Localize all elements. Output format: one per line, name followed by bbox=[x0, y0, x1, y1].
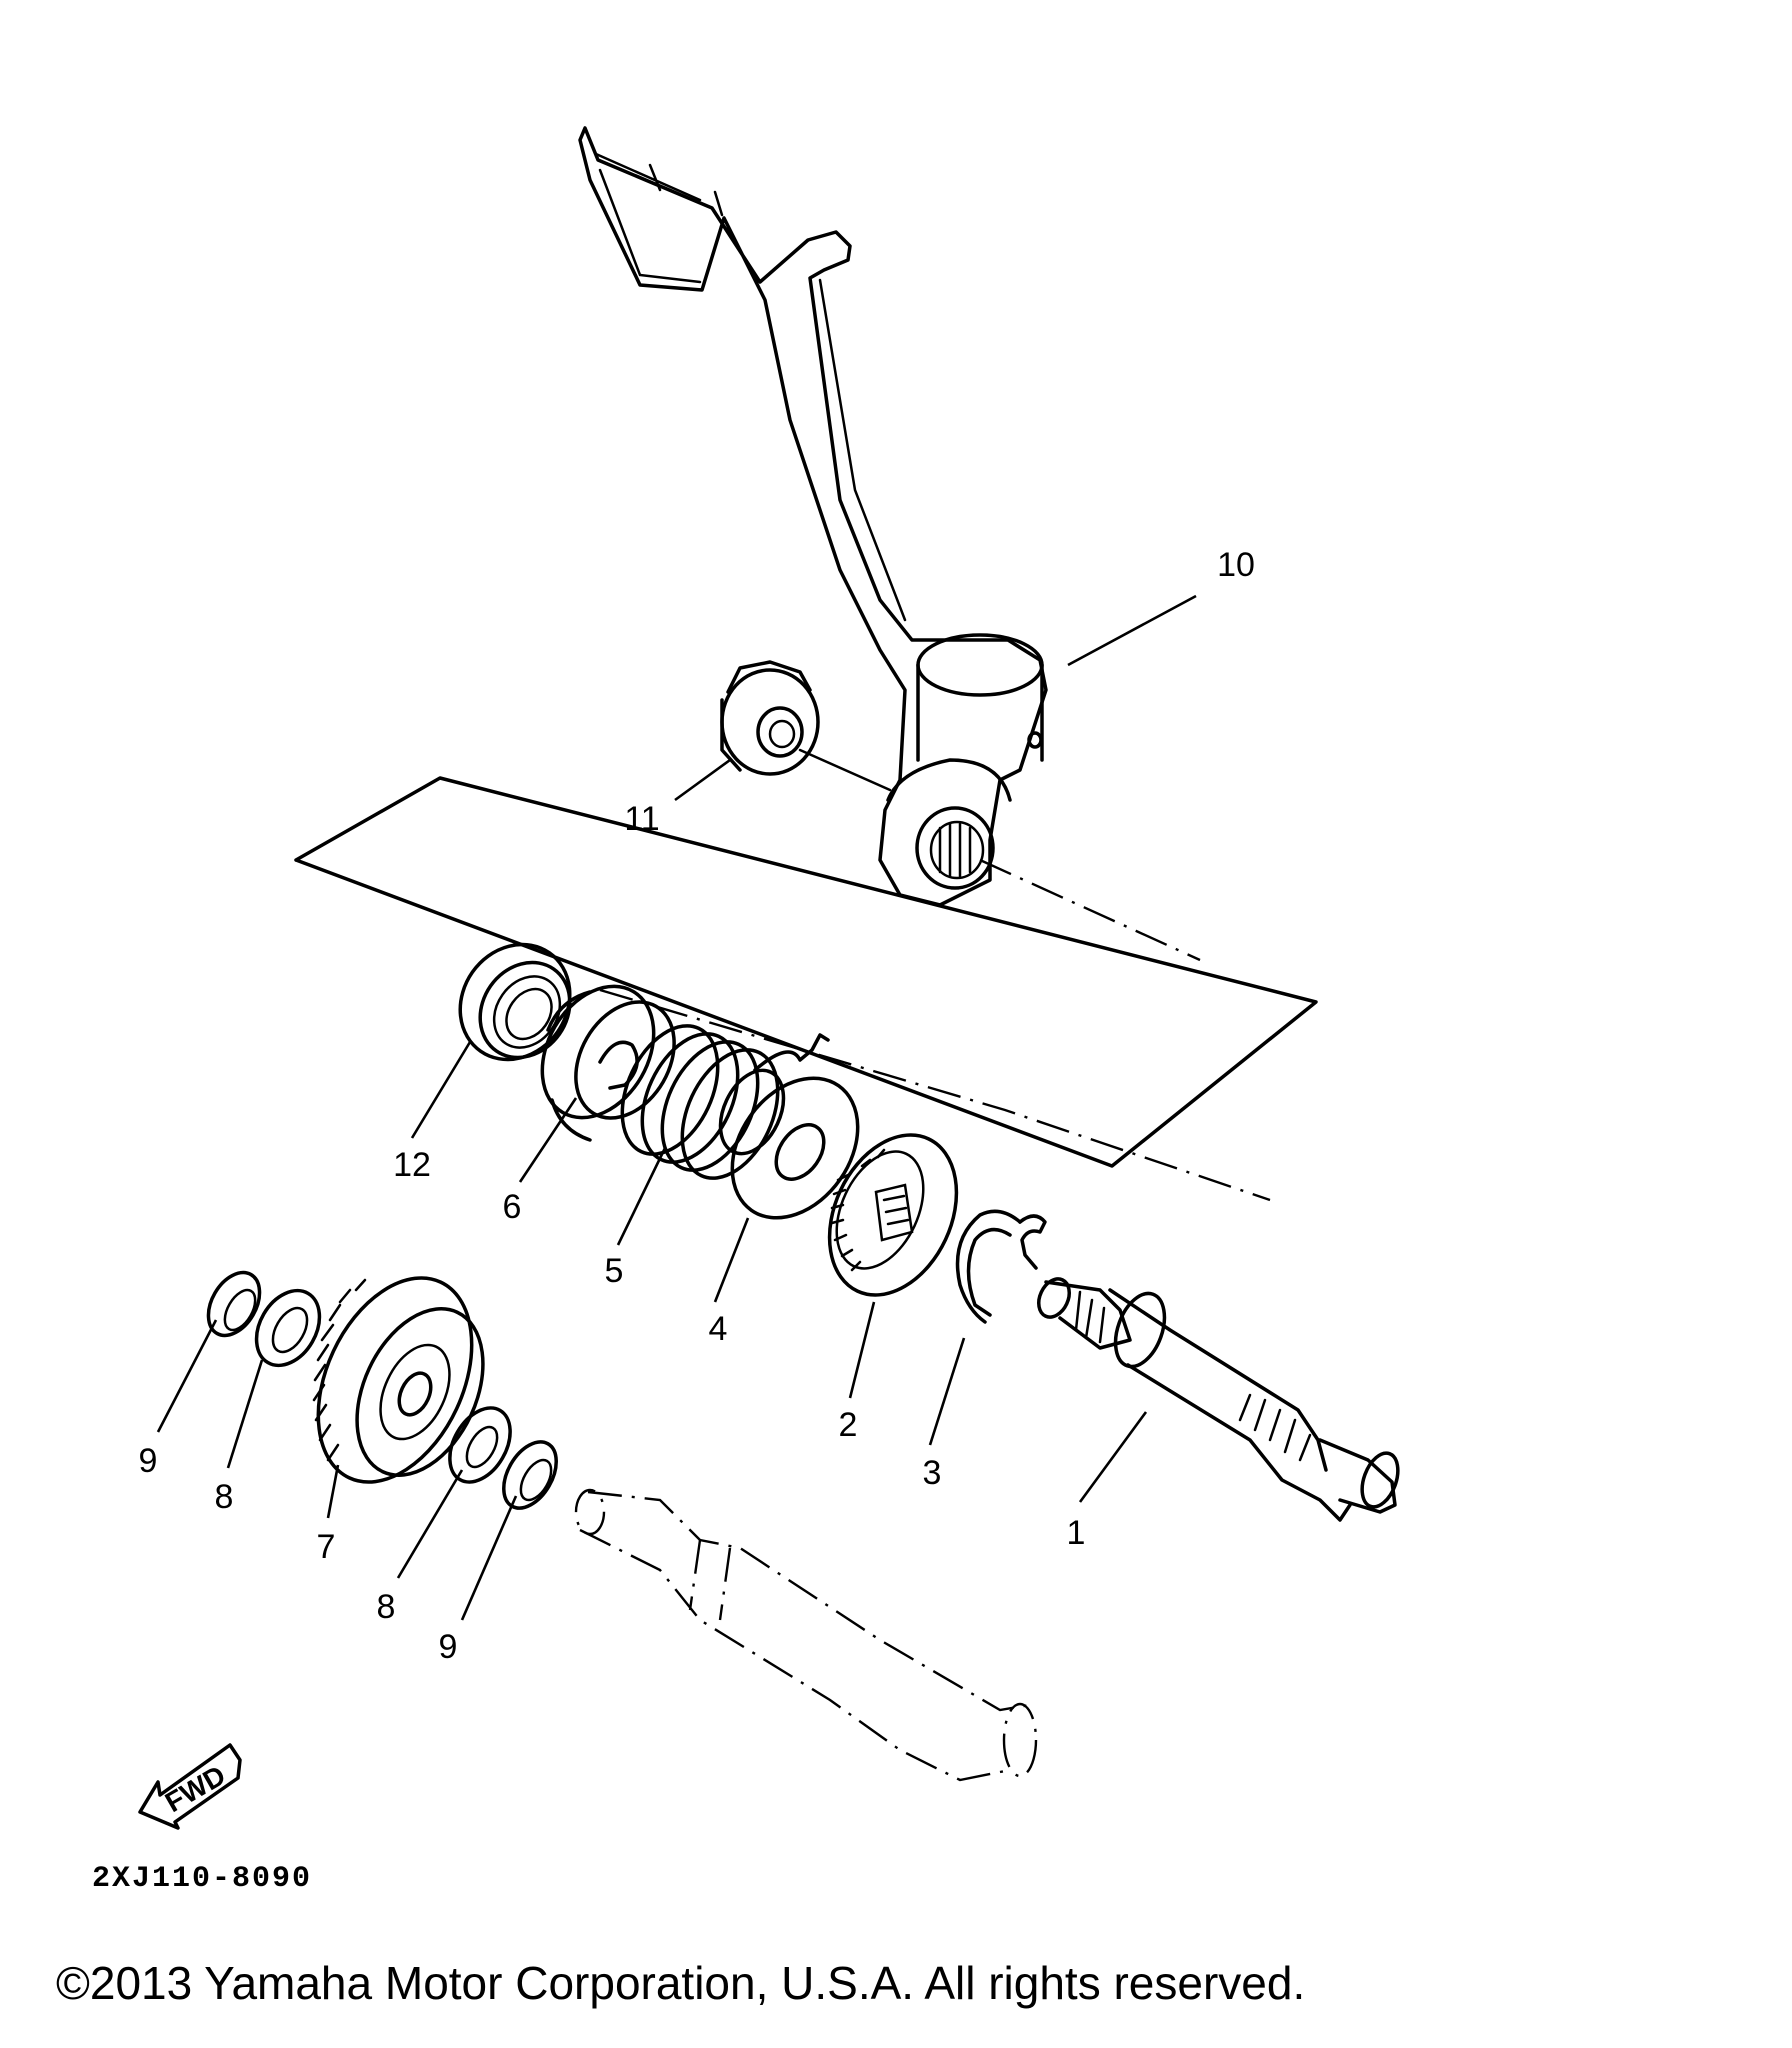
fwd-arrow: FWD bbox=[138, 1743, 242, 1830]
washer-right bbox=[448, 1406, 512, 1484]
part-label-9-right: 9 bbox=[439, 1628, 458, 1666]
part-label-11: 11 bbox=[624, 800, 659, 838]
kick-idle-gear bbox=[312, 1276, 485, 1484]
part-label-4: 4 bbox=[709, 1310, 728, 1348]
part-label-8-left: 8 bbox=[215, 1478, 234, 1516]
part-labels: 10 11 12 6 5 4 2 3 1 9 8 7 8 9 bbox=[139, 546, 1255, 1666]
part-label-1: 1 bbox=[1067, 1514, 1086, 1552]
leader-lines bbox=[156, 594, 1197, 1621]
circlip-left bbox=[206, 1270, 262, 1338]
part-label-3: 3 bbox=[923, 1454, 942, 1492]
copyright-notice: ©2013 Yamaha Motor Corporation, U.S.A. A… bbox=[56, 1957, 1306, 2009]
oil-seal bbox=[458, 942, 572, 1062]
part-label-6: 6 bbox=[503, 1188, 522, 1226]
part-label-8-right: 8 bbox=[377, 1588, 396, 1626]
diagram-code: 2XJ110-8090 bbox=[92, 1862, 313, 1896]
part-label-12: 12 bbox=[393, 1146, 431, 1184]
torsion-spring bbox=[620, 1024, 830, 1180]
flange-nut bbox=[720, 660, 820, 776]
kick-crank-lever bbox=[578, 126, 1048, 907]
part-label-7: 7 bbox=[317, 1528, 336, 1566]
nut-to-lever-line bbox=[798, 748, 892, 792]
assembly-centerline bbox=[599, 858, 1271, 1202]
part-label-9-left: 9 bbox=[139, 1442, 158, 1480]
circlip bbox=[955, 1209, 1047, 1324]
part-label-10: 10 bbox=[1217, 546, 1255, 584]
reference-shaft bbox=[574, 1488, 1038, 1782]
ratchet-wheel bbox=[827, 1133, 959, 1297]
assembly-boundary bbox=[294, 776, 1318, 1168]
part-label-5: 5 bbox=[605, 1252, 624, 1290]
washer-left bbox=[254, 1288, 322, 1368]
kick-axle bbox=[1037, 1277, 1400, 1522]
part-label-2: 2 bbox=[839, 1406, 858, 1444]
circlip-right bbox=[502, 1440, 558, 1510]
